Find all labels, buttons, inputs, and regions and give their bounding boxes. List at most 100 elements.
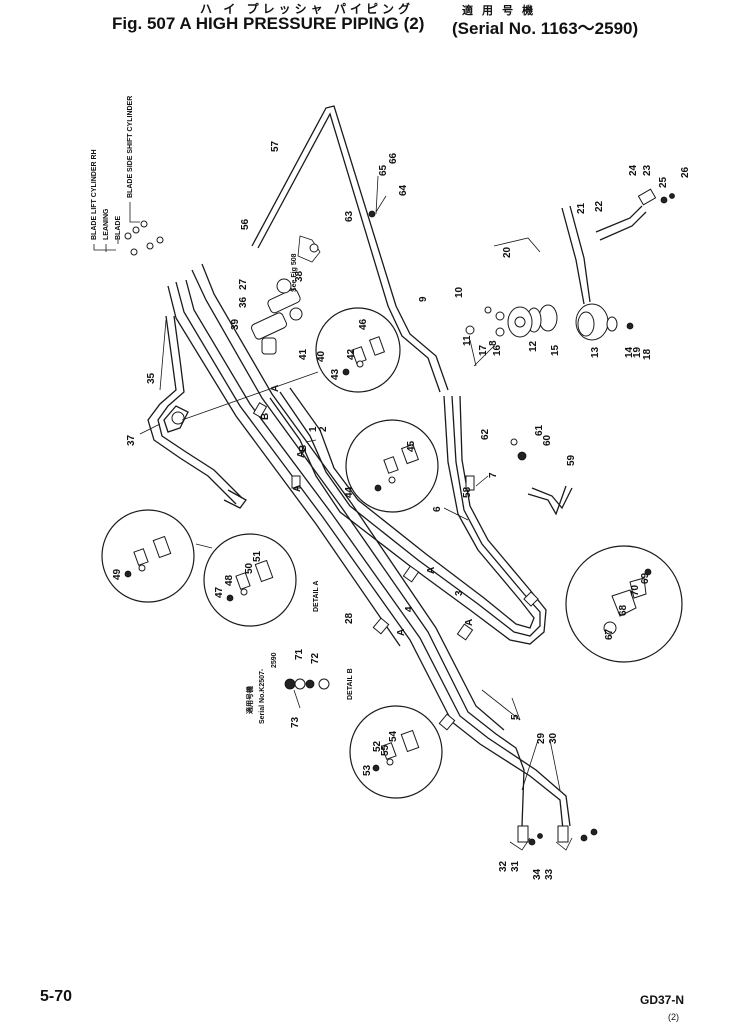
part-number: 6 [432,506,443,512]
detail-letter-a: A [292,485,303,492]
japanese-title: ハ イ プレッシャ パイピング [200,2,415,16]
detail-letters: A A A A A A B B [260,385,475,636]
cylinder-label-leaning: LEANING [103,208,110,240]
serial-jp-note: 適用号機 [245,686,254,714]
detail-letter-b: B [298,445,309,452]
part-number: 40 [316,350,327,362]
part-number: 54 [388,730,399,742]
part-number: 19 [632,346,643,358]
part-number: 15 [550,344,561,356]
figure-title: Fig. 507 A HIGH PRESSURE PIPING (2) [112,14,425,33]
detail-circle-42-46 [315,307,401,393]
part-number: 70 [630,584,641,596]
part-number: 56 [240,218,251,230]
part-number: 60 [542,434,553,446]
part-number: 10 [454,286,465,298]
part-number: 3 [454,590,465,596]
serial-no-note: Serial No.K2507- [259,668,266,724]
part-number: 22 [594,200,605,212]
left-hose-loop [147,315,247,509]
part-number: 20 [502,246,513,258]
part-number: 1 [308,426,319,432]
part-number: 8 [488,340,499,346]
part-number: 53 [362,764,373,776]
part-number: 21 [576,202,587,214]
see-fig-note: See Fig 508 [291,253,298,292]
detail-letter-b: B [260,413,271,420]
part-number: 24 [628,164,639,176]
part-number: 4 [404,606,415,612]
part-number: 57 [270,140,281,152]
part-number: 2 [318,426,329,432]
part-number: 46 [358,318,369,330]
part-number: 9 [418,296,429,302]
part-number: 27 [238,278,249,290]
part-number: 47 [214,586,225,598]
detail-circle-47-51-b [203,533,297,627]
part-number: 51 [252,550,263,562]
part-number: 43 [330,368,341,380]
part-number: 7 [488,472,499,478]
part-number: 67 [604,628,615,640]
part-number: 39 [230,318,241,330]
part-number: 35 [146,372,157,384]
part-number: 50 [244,562,255,574]
cylinder-labels: BLADE LIFT CYLINDER RH LEANING BLADE BLA… [91,96,164,256]
drawing-code: GD37-N [640,993,685,1007]
part-number: 65 [378,164,389,176]
part-number: 69 [640,572,651,584]
detail-circle-42-45 [345,419,439,513]
part-number: 38 [294,270,305,282]
part-number: 30 [548,732,559,744]
part-number: 45 [406,440,417,452]
part-number: 41 [298,348,309,360]
part-number: 55 [380,744,391,756]
cylinder-label-blade: BLADE [115,216,122,240]
part-number: 61 [534,424,545,436]
cylinder-label-side-shift: BLADE SIDE SHIFT CYLINDER [127,96,134,198]
detail-letter-a: A [464,619,475,626]
part-number: 58 [462,486,473,498]
part-number: 13 [590,346,601,358]
part-number: 44 [344,486,355,498]
part-number: 73 [290,716,301,728]
part-number: 59 [566,454,577,466]
part-number: 5 [510,714,521,720]
detail-circle-52-55 [349,705,443,799]
part-number: 62 [480,428,491,440]
part-number: 48 [224,574,235,586]
part-number: 34 [532,868,543,880]
part-number: 14 [624,346,635,358]
detail-circle-47-51-a [101,509,195,603]
part-number: 28 [344,612,355,624]
revision-mark: (2) [668,1012,679,1022]
part-number: 33 [544,868,555,880]
part-number: 72 [310,652,321,664]
serial-range: (Serial No. 1163～2590) [452,19,639,38]
detail-letter-a: A [426,567,437,574]
end-fittings [509,825,598,851]
part-callouts: 1 2 3 4 5 6 7 8 9 10 11 12 13 14 15 16 1… [112,140,691,880]
part-number: 49 [112,568,123,580]
pipe-59 [510,438,573,516]
part-number: 11 [462,335,473,346]
main-pipe-bundle [167,263,571,831]
detail-letter-a: A [270,385,281,392]
part-number: 25 [658,176,669,188]
part-number: 42 [346,348,357,360]
part-number: 36 [238,296,249,308]
part-number: 12 [528,340,539,352]
detail-circle-67-70 [565,545,683,663]
part-number: 71 [294,648,305,660]
serial-end-note: 2590 [271,652,278,668]
part-number: 31 [510,860,521,872]
detail-b-note: DETAIL B [347,668,354,700]
japanese-applicable-label: 適 用 号 機 [462,5,537,17]
part-number: 23 [642,164,653,176]
part-number: 66 [388,152,399,164]
upper-pipe-loop [251,105,449,393]
leader-lines [139,195,561,791]
valve-fittings-group [251,278,303,355]
part-number: 37 [126,434,137,446]
